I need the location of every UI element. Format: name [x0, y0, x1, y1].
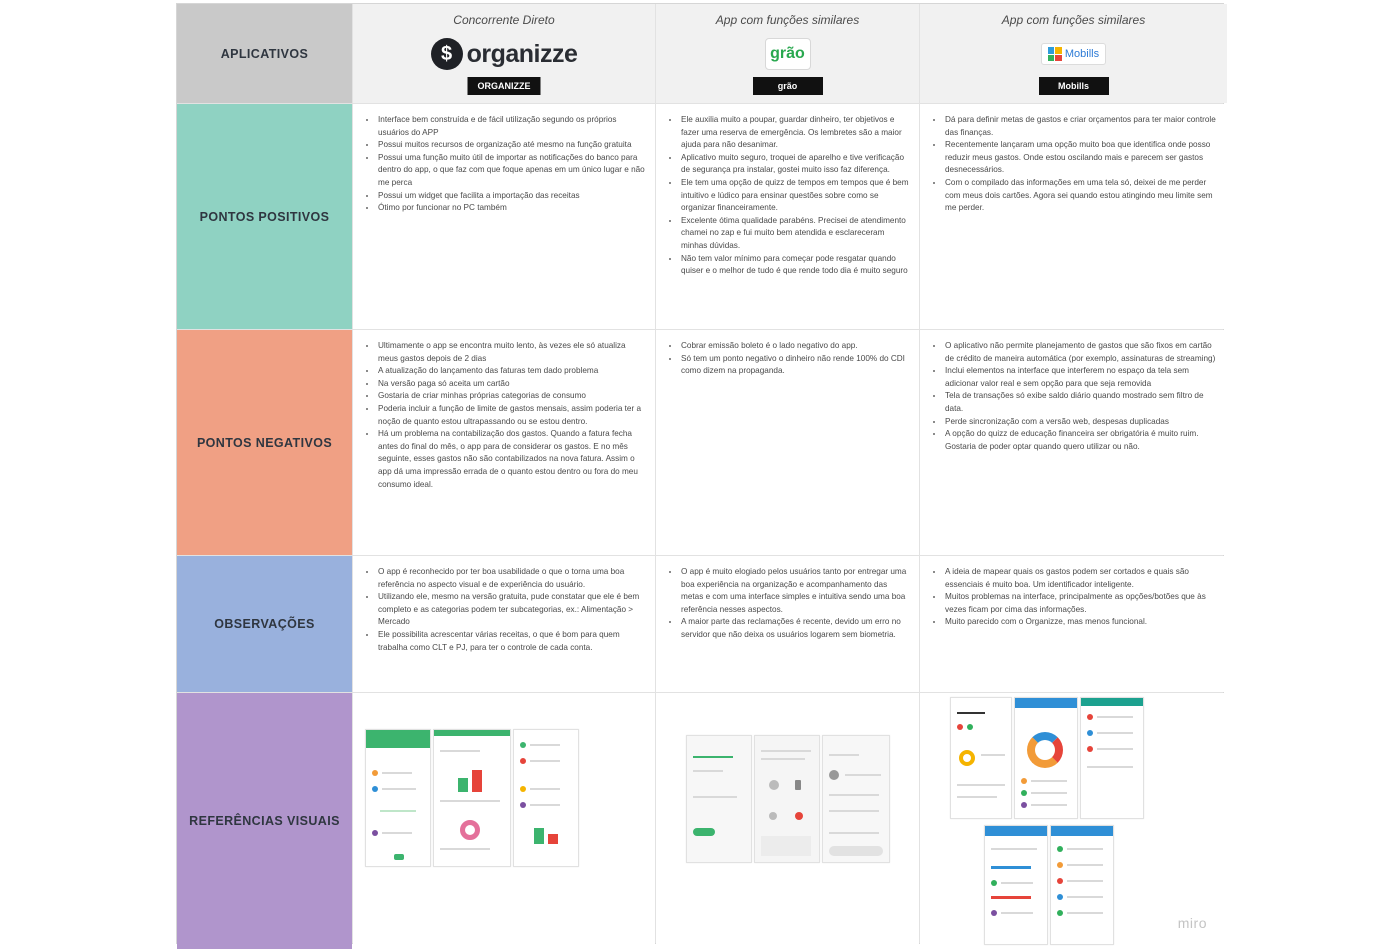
app-subtitle: App com funções similares: [1001, 13, 1146, 27]
bullet-item: Só tem um ponto negativo o dinheiro não …: [680, 353, 909, 378]
mobills-screenshot-5: [1050, 825, 1114, 945]
negative-grao: Cobrar emissão boleto é o lado negativo …: [656, 330, 919, 555]
visual-refs-mobills: miro: [920, 693, 1227, 949]
bullet-item: Muito parecido com o Organizze, mas meno…: [944, 616, 1217, 629]
bullet-list: Cobrar emissão boleto é o lado negativo …: [656, 330, 919, 378]
grao-screenshot-2: [754, 735, 820, 863]
mobills-screenshot-4: [984, 825, 1048, 945]
app-name-badge: ORGANIZZE: [467, 77, 541, 95]
observations-grao: O app é muito elogiado pelos usuários ta…: [656, 556, 919, 692]
positive-mobills: Dá para definir metas de gastos e criar …: [920, 104, 1227, 329]
bullet-item: Tela de transações só exibe saldo diário…: [944, 390, 1217, 415]
app-name-badge: Mobills: [1038, 77, 1109, 95]
app-subtitle: Concorrente Direto: [453, 13, 555, 27]
bullet-item: Possui muitos recursos de organização at…: [377, 139, 645, 152]
bullet-item: O app é reconhecido por ter boa usabilid…: [377, 566, 645, 591]
comparison-board: APLICATIVOS Concorrente Direto $ organiz…: [176, 3, 1227, 949]
app-header-mobills: App com funções similares Mobills Mobill…: [920, 4, 1227, 103]
negative-organizze: Ultimamente o app se encontra muito lent…: [353, 330, 655, 555]
bullet-item: Utilizando ele, mesmo na versão gratuita…: [377, 591, 645, 629]
bullet-item: Ele auxilia muito a poupar, guardar dinh…: [680, 114, 909, 152]
bullet-item: O aplicativo não permite planejamento de…: [944, 340, 1217, 365]
bullet-list: O app é muito elogiado pelos usuários ta…: [656, 556, 919, 642]
mobills-grid-icon: [1047, 47, 1062, 61]
grao-screenshot-3: [822, 735, 890, 863]
bullet-item: Poderia incluir a função de limite de ga…: [377, 403, 645, 428]
bullet-item: Muitos problemas na interface, principal…: [944, 591, 1217, 616]
row-label-observations: OBSERVAÇÕES: [177, 556, 352, 692]
bullet-item: Gostaria de criar minhas próprias catego…: [377, 390, 645, 403]
row-label-visual-refs: REFERÊNCIAS VISUAIS: [177, 693, 352, 949]
bullet-item: A atualização do lançamento das faturas …: [377, 365, 645, 378]
organizze-logo-text: organizze: [466, 39, 578, 68]
row-label-apps: APLICATIVOS: [177, 4, 352, 103]
bullet-list: Ultimamente o app se encontra muito lent…: [353, 330, 655, 491]
grao-screenshot-1: [686, 735, 752, 863]
bullet-item: A maior parte das reclamações é recente,…: [680, 616, 909, 641]
organizze-logo: $ organizze: [430, 38, 578, 70]
bullet-item: Ele possibilita acrescentar várias recei…: [377, 629, 645, 654]
bullet-item: Possui um widget que facilita a importaç…: [377, 190, 645, 203]
observations-organizze: O app é reconhecido por ter boa usabilid…: [353, 556, 655, 692]
row-label-positive: PONTOS POSITIVOS: [177, 104, 352, 329]
bullet-item: O app é muito elogiado pelos usuários ta…: [680, 566, 909, 616]
app-header-organizze: Concorrente Direto $ organizze ORGANIZZE: [353, 4, 655, 103]
bullet-item: Dá para definir metas de gastos e criar …: [944, 114, 1217, 139]
bullet-list: O app é reconhecido por ter boa usabilid…: [353, 556, 655, 654]
bullet-list: Interface bem construída e de fácil util…: [353, 104, 655, 215]
visual-refs-organizze: [353, 693, 655, 949]
organizze-screenshot-1: [365, 729, 431, 867]
mobills-logo-text: Mobills: [1064, 48, 1100, 60]
bullet-item: Na versão paga só aceita um cartão: [377, 378, 645, 391]
bullet-item: Ótimo por funcionar no PC também: [377, 202, 645, 215]
bullet-list: Ele auxilia muito a poupar, guardar dinh…: [656, 104, 919, 278]
bullet-item: Possui uma função muito útil de importar…: [377, 152, 645, 190]
negative-mobills: O aplicativo não permite planejamento de…: [920, 330, 1227, 555]
app-header-grao: App com funções similares grão grão: [656, 4, 919, 103]
dollar-icon: $: [430, 38, 463, 70]
positive-organizze: Interface bem construída e de fácil util…: [353, 104, 655, 329]
bullet-item: Inclui elementos na interface que interf…: [944, 365, 1217, 390]
bullet-item: Recentemente lançaram uma opção muito bo…: [944, 139, 1217, 177]
bullet-item: Perde sincronização com a versão web, de…: [944, 416, 1217, 429]
grao-logo: grão: [764, 38, 811, 70]
bullet-item: Não tem valor mínimo para começar pode r…: [680, 253, 909, 278]
bullet-item: Ele tem uma opção de quizz de tempos em …: [680, 177, 909, 215]
bullet-item: Interface bem construída e de fácil util…: [377, 114, 645, 139]
mobills-screenshot-3: [1080, 697, 1144, 819]
organizze-screenshot-3: [513, 729, 579, 867]
bullet-list: O aplicativo não permite planejamento de…: [920, 330, 1227, 453]
app-name-badge: grão: [752, 77, 823, 95]
bullet-item: A ideia de mapear quais os gastos podem …: [944, 566, 1217, 591]
mobills-screenshot-2: [1014, 697, 1078, 819]
visual-refs-grao: [656, 693, 919, 949]
bullet-item: Excelente ótima qualidade parabéns. Prec…: [680, 215, 909, 253]
bullet-item: Há um problema na contabilização dos gas…: [377, 428, 645, 491]
row-label-negative: PONTOS NEGATIVOS: [177, 330, 352, 555]
bullet-item: Cobrar emissão boleto é o lado negativo …: [680, 340, 909, 353]
bullet-item: Ultimamente o app se encontra muito lent…: [377, 340, 645, 365]
bullet-list: A ideia de mapear quais os gastos podem …: [920, 556, 1227, 629]
app-subtitle: App com funções similares: [715, 13, 860, 27]
miro-watermark: miro: [1177, 915, 1207, 931]
positive-grao: Ele auxilia muito a poupar, guardar dinh…: [656, 104, 919, 329]
bullet-item: Aplicativo muito seguro, troquei de apar…: [680, 152, 909, 177]
bullet-list: Dá para definir metas de gastos e criar …: [920, 104, 1227, 215]
organizze-screenshot-2: [433, 729, 511, 867]
bullet-item: Com o compilado das informações em uma t…: [944, 177, 1217, 215]
mobills-screenshot-1: [950, 697, 1012, 819]
mobills-logo: Mobills: [1040, 43, 1107, 65]
observations-mobills: A ideia de mapear quais os gastos podem …: [920, 556, 1227, 692]
bullet-item: A opção do quizz de educação financeira …: [944, 428, 1217, 453]
